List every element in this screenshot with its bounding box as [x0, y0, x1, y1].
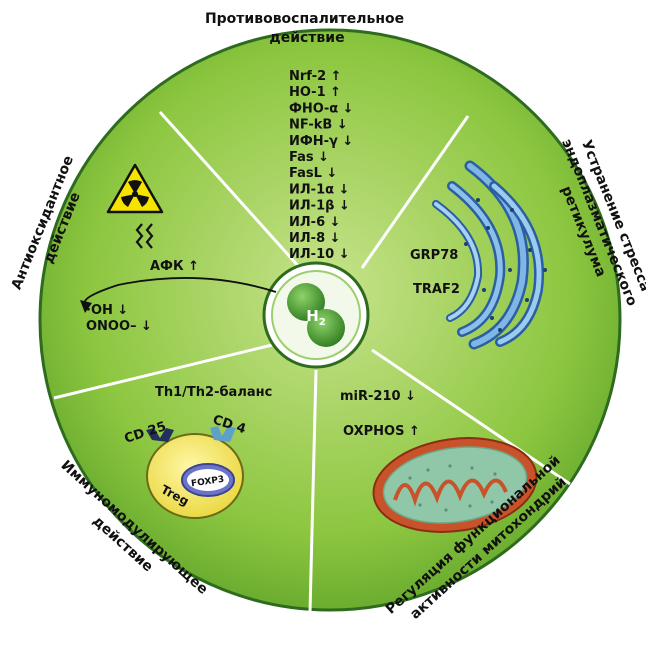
divider-top-right	[360, 115, 470, 269]
mir210-label: miR-210 ↓	[340, 389, 416, 404]
traf2-label: TRAF2	[413, 282, 460, 297]
top-label: Противовоспалительное действие	[205, 11, 409, 46]
mitochondrion-icon	[372, 437, 538, 533]
marker-item: HO-1 ↑	[289, 85, 341, 100]
marker-item: ИЛ-6 ↓	[289, 215, 341, 230]
arrow-head	[80, 300, 92, 313]
marker-item: ИЛ-1α ↓	[289, 182, 349, 197]
radiation-hazard-icon	[106, 163, 164, 214]
radiation-waves-icon	[135, 223, 154, 249]
anti-inflammatory-marker-list: Nrf-2 ↑HO-1 ↑ФНО-α ↓ NF-kB ↓ИФН-γ ↓Fas ↓F…	[289, 69, 354, 262]
divider-bottom	[308, 369, 318, 613]
oxphos-label: OXPHOS ↑	[343, 424, 420, 439]
marker-item: ИЛ-8 ↓	[289, 231, 341, 246]
marker-item: ИФН-γ ↓	[289, 134, 353, 149]
marker-item: ИЛ-1β ↓	[289, 199, 350, 214]
cd25-receptor-icon	[146, 428, 174, 442]
marker-item: NF-kB ↓	[289, 118, 348, 133]
marker-item: ИЛ-10 ↓	[289, 247, 350, 262]
endoplasmic-reticulum-icon	[432, 160, 547, 350]
antioxidant-arrow	[83, 277, 277, 306]
th1-th2-label: Th1/Th2-баланс	[155, 385, 272, 400]
divider-right	[371, 348, 571, 486]
oh-label: ·OH ↓	[86, 303, 128, 318]
marker-item: Nrf-2 ↑	[289, 69, 342, 84]
treg-cell-icon	[146, 426, 244, 519]
sector-dividers	[53, 110, 571, 613]
marker-item: FasL ↓	[289, 166, 337, 181]
divider-top-left	[158, 110, 302, 270]
divider-left	[53, 343, 273, 400]
marker-item: ФНО-α ↓	[289, 101, 354, 116]
onoo-label: ONOO– ↓	[86, 319, 152, 334]
afk-label: АФК ↑	[150, 259, 199, 274]
marker-item: Fas ↓	[289, 150, 329, 165]
foxp3-label: FOXP3	[191, 475, 225, 490]
cd4-receptor-icon	[210, 426, 236, 442]
h2-molecule-icon: H2	[287, 283, 345, 347]
h2-label: H2	[306, 307, 326, 328]
grp78-label: GRP78	[410, 248, 458, 263]
